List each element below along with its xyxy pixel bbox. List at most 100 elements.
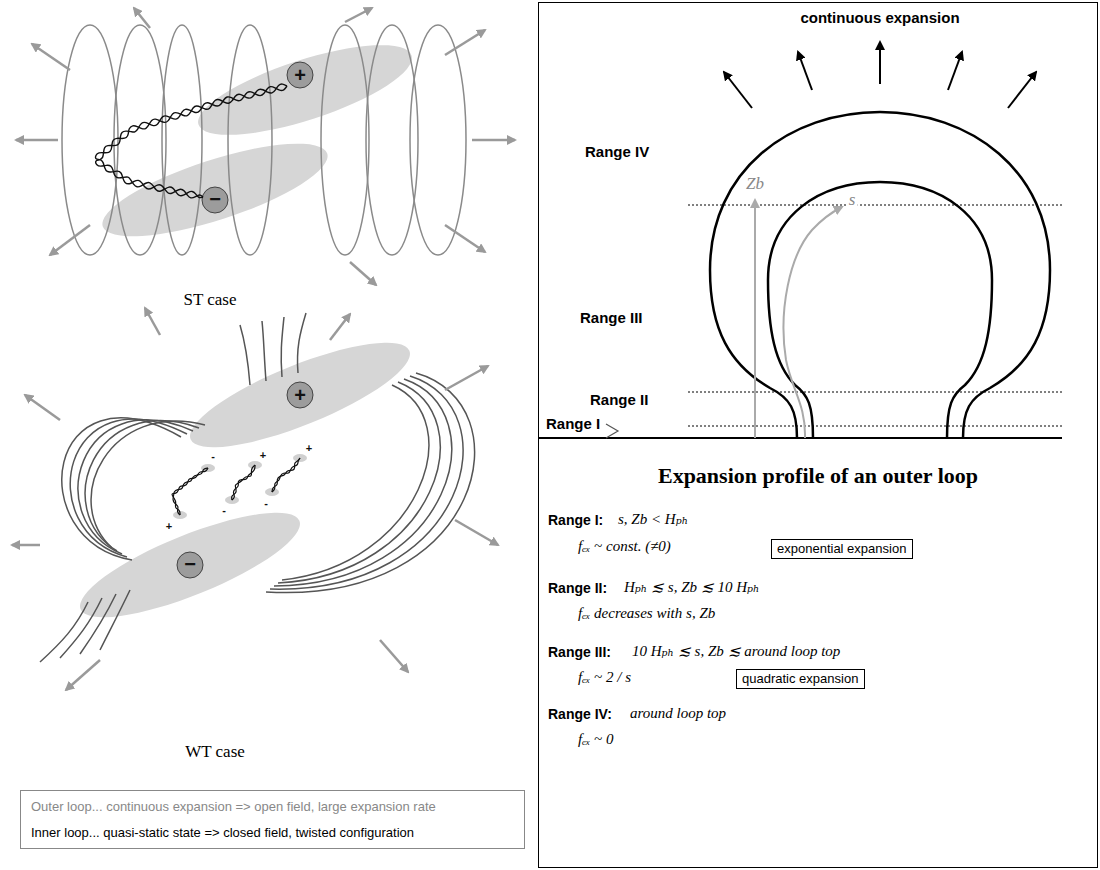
range-heading: Range II:	[548, 580, 607, 596]
range-label: Range IV	[585, 143, 649, 160]
range-condition: s, Zb < Hₚₕ	[618, 511, 688, 528]
range-bracket	[606, 424, 618, 438]
polarity-dot	[287, 382, 313, 408]
range-boundary	[688, 392, 1062, 393]
polarity-dot	[202, 187, 228, 213]
case-label: WT case	[185, 742, 245, 762]
flux-rope-strand	[96, 84, 287, 198]
case-label: ST case	[183, 290, 236, 310]
field-line	[162, 25, 202, 255]
expansion-arrow	[879, 42, 881, 84]
open-field-line	[262, 321, 266, 381]
range-label: Range I	[546, 415, 600, 432]
expansion-arrow	[12, 544, 40, 547]
range-condition: Hₚₕ ≲ s, Zb ≲ 10 Hₚₕ	[624, 579, 760, 596]
small-sign: +	[260, 449, 266, 462]
small-sign: +	[306, 442, 312, 455]
polarity-sign: −	[184, 553, 196, 576]
field-line	[62, 418, 181, 560]
inner-loop	[768, 182, 992, 438]
expansion-arrow	[445, 225, 485, 252]
open-field-line	[60, 598, 102, 658]
expansion-arrow	[1008, 72, 1036, 108]
open-field-line	[100, 590, 130, 650]
expansion-arrow	[455, 520, 498, 545]
polarity-region	[189, 27, 421, 153]
flux-rope-strand	[272, 458, 300, 492]
range-formula: fₑₓ ~ const. (≠0)	[578, 538, 671, 555]
expansion-arrows	[724, 42, 1036, 108]
range-label: Range II	[590, 391, 648, 408]
field-line	[274, 379, 452, 586]
height-axis	[754, 200, 756, 438]
field-line	[278, 382, 440, 583]
field-line	[228, 25, 272, 255]
range-formula: fₑₓ ~ 2 / s	[578, 669, 631, 686]
photosphere-line	[538, 437, 1062, 439]
panel-box: Expansion profile of an outer loop expone…	[538, 2, 1098, 868]
field-line	[321, 25, 369, 255]
panel-title: Expansion profile of an outer loop	[539, 463, 1097, 489]
regime-box: exponential expansion	[771, 539, 913, 559]
flux-rope-strand	[232, 465, 255, 500]
outer-loop	[710, 112, 1050, 438]
field-line	[114, 25, 166, 255]
field-line	[62, 25, 118, 255]
regime-box: quadratic expansion	[736, 669, 865, 689]
note-text: Outer loop... continuous expansion => op…	[31, 799, 514, 815]
expansion-arrow	[472, 139, 515, 142]
polarity-sign: +	[294, 64, 306, 87]
field-line	[266, 373, 475, 593]
range-formula: fₑₓ ~ 0	[578, 731, 613, 748]
polarity-sign: −	[209, 188, 221, 211]
expansion-arrow	[798, 52, 812, 90]
range-boundary	[688, 426, 1062, 427]
range-heading: Range III:	[548, 644, 611, 660]
regime-name: exponential expansion	[777, 541, 907, 557]
polarity-region	[179, 323, 420, 467]
field-line	[78, 420, 193, 554]
polarity-dot	[177, 552, 203, 578]
path-axis	[784, 207, 842, 438]
flux-rope-strand	[232, 465, 255, 500]
expansion-label: continuous expansion	[800, 9, 959, 26]
field-line	[282, 385, 429, 580]
expansion-arrow	[50, 225, 90, 255]
field-line	[270, 376, 463, 589]
expansion-arrow	[948, 52, 962, 90]
field-line	[410, 25, 466, 255]
expansion-arrow	[380, 640, 408, 672]
flux-rope-strand	[272, 458, 300, 492]
flux-rope-strand	[172, 468, 208, 515]
expansion-arrow	[724, 72, 752, 108]
open-field-line	[40, 602, 88, 662]
flux-rope-strand	[96, 86, 287, 198]
open-field-line	[80, 594, 116, 654]
expansion-arrow	[330, 314, 350, 340]
expansion-arrow	[16, 139, 58, 142]
expansion-arrow	[66, 660, 100, 690]
open-field-line	[297, 313, 306, 373]
expansion-arrow	[25, 395, 60, 420]
expansion-arrow	[134, 8, 150, 28]
note-box: Outer loop... continuous expansion => op…	[20, 790, 525, 849]
field-line	[70, 419, 187, 557]
range-formula: fₑₓ decreases with s, Zb	[578, 605, 715, 622]
axis-label: s	[847, 190, 858, 210]
polarity-region	[94, 125, 337, 255]
flux-rope-strand	[173, 468, 208, 515]
expansion-arrow	[345, 8, 372, 22]
range-heading: Range IV:	[548, 706, 612, 722]
range-condition: 10 Hₚₕ ≲ s, Zb ≲ around loop top	[632, 643, 840, 660]
expansion-arrow	[350, 262, 376, 285]
expansion-arrow	[445, 30, 485, 55]
range-condition: around loop top	[630, 705, 726, 722]
regime-name: quadratic expansion	[742, 671, 859, 687]
polarity-dot	[287, 62, 313, 88]
open-field-line	[281, 317, 284, 377]
range-heading: Range I:	[548, 512, 603, 528]
polarity-sign: +	[294, 384, 306, 407]
expansion-arrow	[145, 308, 160, 335]
